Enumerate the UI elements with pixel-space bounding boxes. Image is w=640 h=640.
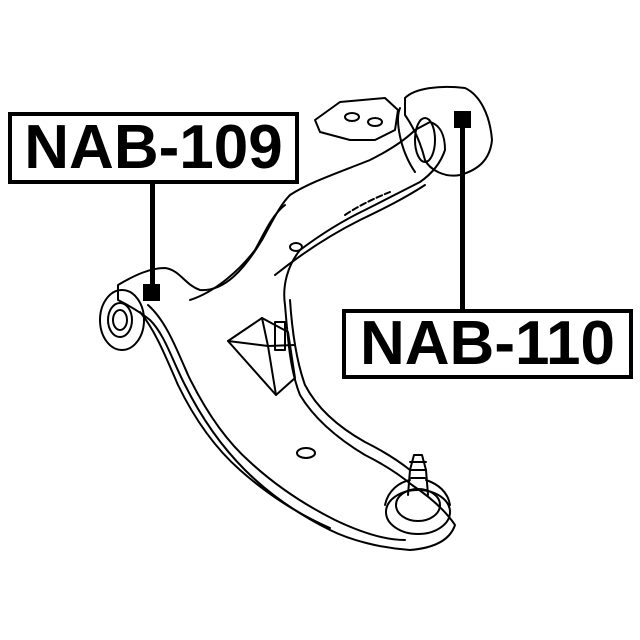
bracket-hole-1 <box>344 112 360 122</box>
arm-hole-1 <box>289 242 303 252</box>
arm-pocket-tab <box>274 321 286 351</box>
arm-pocket <box>227 317 296 396</box>
front-bushing-outer <box>99 289 145 351</box>
part-label-nab-110[interactable]: NAB-110 <box>342 309 633 379</box>
ball-joint-thread <box>409 461 427 479</box>
arm-lower-contour <box>289 299 411 471</box>
arm-hole-2 <box>296 447 316 459</box>
arm-flange-line-2 <box>139 311 331 529</box>
front-bushing-mid <box>107 302 133 338</box>
ball-joint-stud <box>407 454 429 496</box>
arm-inner-ridge <box>274 184 426 276</box>
leader-line-nab-109 <box>150 183 155 288</box>
marker-square-nab-109 <box>143 284 160 301</box>
mount-bracket <box>314 97 399 141</box>
rear-bushing <box>404 85 493 177</box>
ball-joint-boot <box>384 479 451 506</box>
leader-line-nab-110 <box>460 118 465 310</box>
arm-flange-line <box>147 304 406 541</box>
rear-bushing-face <box>414 117 436 163</box>
part-label-nab-109[interactable]: NAB-109 <box>8 112 299 184</box>
control-arm-outline <box>117 121 456 551</box>
ball-joint-body <box>395 488 441 522</box>
marker-square-nab-110 <box>454 111 471 128</box>
front-bushing-inner <box>112 309 128 331</box>
arm-inner-ridge-2 <box>344 191 391 216</box>
rear-bushing-sleeve <box>397 107 416 173</box>
arm-web-line <box>189 204 286 301</box>
bracket-hole-2 <box>367 117 383 127</box>
ball-joint-housing <box>385 489 451 535</box>
